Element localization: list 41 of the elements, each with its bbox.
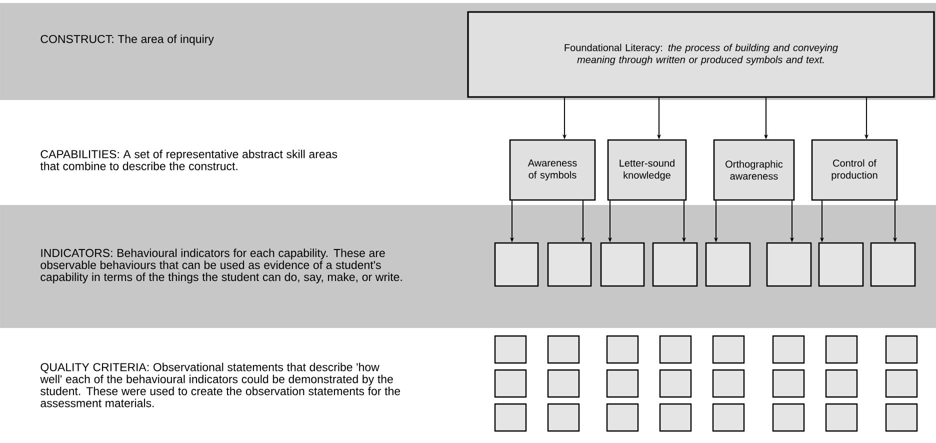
empty-box: [825, 335, 858, 364]
empty-box: [494, 242, 539, 287]
capability-box: Control of production: [811, 139, 898, 201]
empty-box: [659, 369, 692, 398]
empty-box: [885, 403, 918, 432]
empty-box: [818, 242, 864, 287]
capability-box: Awareness of symbols: [509, 139, 596, 201]
empty-box: [547, 369, 580, 398]
empty-box: [494, 403, 527, 432]
construct-box: Foundational Literacy: the process of building and conveying meaning through written or produced symbols and text.: [467, 11, 935, 98]
empty-box: [885, 369, 918, 398]
empty-box: [712, 335, 745, 364]
empty-box: [606, 403, 639, 432]
empty-box: [825, 369, 858, 398]
empty-box: [600, 242, 645, 287]
empty-box: [712, 369, 745, 398]
band-heading: CONSTRUCT: The area of inquiry: [40, 34, 214, 46]
empty-box: [825, 403, 858, 432]
empty-box: [772, 335, 805, 364]
empty-box: [659, 403, 692, 432]
empty-box: [766, 242, 812, 287]
empty-box: [712, 403, 745, 432]
empty-box: [547, 242, 592, 287]
capability-box: Orthographic awareness: [713, 139, 795, 201]
empty-box: [659, 335, 692, 364]
band-description: INDICATORS: Behavioural indicators for each capability. These are observable behaviours that can be used as evidence of a student's capability in terms of the things the student can do, say, make, or write.: [40, 248, 402, 284]
band-description: CAPABILITIES: A set of representative abstract skill areas that combine to describe the construct.: [40, 150, 338, 170]
empty-box: [494, 369, 527, 398]
empty-box: [547, 335, 580, 364]
empty-box: [772, 403, 805, 432]
empty-box: [652, 242, 698, 287]
empty-box: [705, 242, 751, 287]
empty-box: [606, 335, 639, 364]
capability-box: Letter-sound knowledge: [607, 139, 687, 201]
empty-box: [606, 369, 639, 398]
empty-box: [772, 369, 805, 398]
empty-box: [547, 403, 580, 432]
empty-box: [870, 242, 916, 287]
empty-box: [494, 335, 527, 364]
band-description: QUALITY CRITERIA: Observational statements that describe 'how well' each of the behavioural indicators could be demonstrated by the student. These were used to create the observation statements for the assessment materials.: [40, 362, 400, 408]
empty-box: [885, 335, 918, 364]
